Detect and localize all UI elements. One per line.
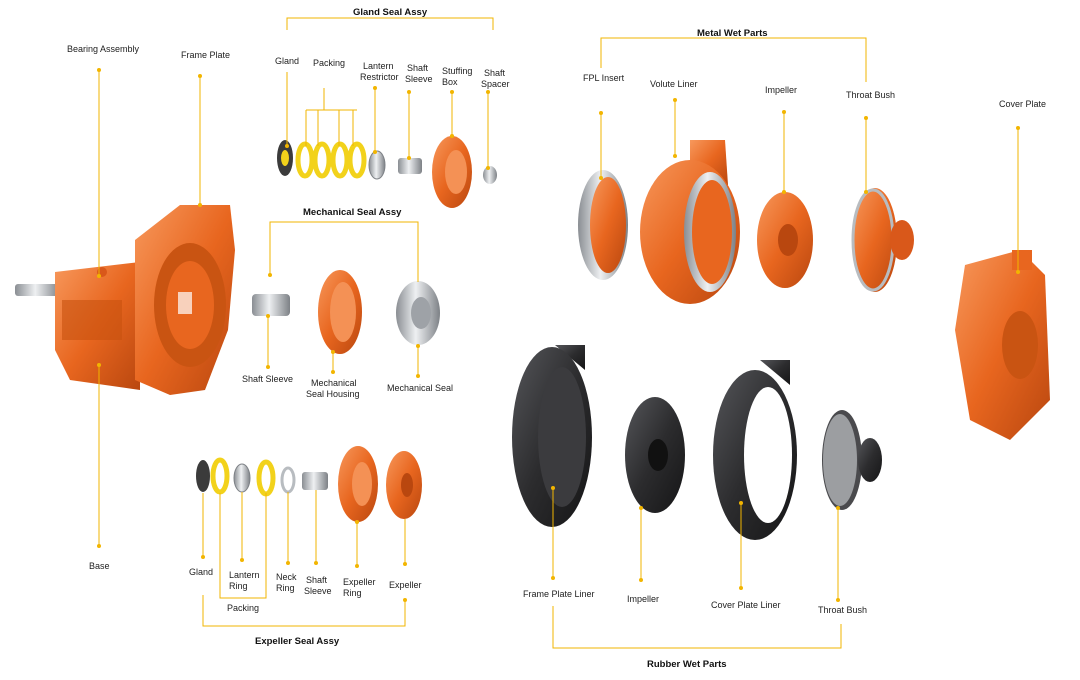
metal-impeller-label: Impeller xyxy=(765,85,798,95)
leader-dots xyxy=(97,68,1020,602)
rubber-wet-parts-title: Rubber Wet Parts xyxy=(647,659,727,670)
stuffing-box-label-line1: Stuffing xyxy=(442,66,473,76)
mechanical-seal-housing-label-line2: Seal Housing xyxy=(306,389,360,399)
lantern-ring-label-line2: Ring xyxy=(229,581,248,591)
mechanical-seal-label: Mechanical Seal xyxy=(387,383,454,393)
base-label: Base xyxy=(89,561,110,571)
expeller-ring-label-line1: Expeller xyxy=(343,577,376,587)
shaft-spacer-label-line2: Spacer xyxy=(481,79,510,89)
lantern-ring-label-line1: Lantern xyxy=(229,570,260,580)
neck-ring-label-line2: Ring xyxy=(276,583,295,593)
expeller-label: Expeller xyxy=(389,580,422,590)
cover-plate-label: Cover Plate xyxy=(999,99,1047,109)
rubber-wet-parts xyxy=(512,345,882,540)
expeller-seal-shaft-sleeve-label-line1: Shaft xyxy=(306,575,328,585)
cover-plate-part xyxy=(955,250,1050,440)
expeller-seal-assy-title: Expeller Seal Assy xyxy=(255,636,340,647)
mechanical-seal-housing-label-line1: Mechanical xyxy=(311,378,357,388)
frame-plate-assembly-part xyxy=(15,205,235,395)
metal-wet-parts-title: Metal Wet Parts xyxy=(697,28,768,39)
shaft-spacer-label-line1: Shaft xyxy=(484,68,506,78)
gland-seal-parts xyxy=(277,136,497,208)
metal-throat-bush-label: Throat Bush xyxy=(846,90,896,100)
metal-wet-parts xyxy=(578,140,914,304)
gland-seal-gland-label: Gland xyxy=(275,56,300,66)
lantern-restrictor-label-line1: Lantern xyxy=(363,61,394,71)
gland-seal-shaft-sleeve-label-line2: Sleeve xyxy=(405,74,433,84)
rubber-throat-bush-label: Throat Bush xyxy=(818,605,868,615)
expeller-seal-gland-label: Gland xyxy=(189,567,214,577)
lantern-restrictor-label-line2: Restrictor xyxy=(360,72,399,82)
stuffing-box-label-line2: Box xyxy=(442,77,458,87)
gland-seal-assy-title: Gland Seal Assy xyxy=(353,7,428,18)
frame-plate-label: Frame Plate xyxy=(181,50,231,60)
expeller-seal-parts xyxy=(196,446,422,522)
bearing-assembly-label: Bearing Assembly xyxy=(67,44,140,54)
expeller-seal-packing-label: Packing xyxy=(227,603,260,613)
neck-ring-label-line1: Neck xyxy=(276,572,297,582)
volute-liner-label: Volute Liner xyxy=(650,79,698,89)
gland-seal-shaft-sleeve-label-line1: Shaft xyxy=(407,63,429,73)
mechanical-seal-assy-title: Mechanical Seal Assy xyxy=(303,207,402,218)
cover-plate-liner-label: Cover Plate Liner xyxy=(711,600,781,610)
expeller-ring-label-line2: Ring xyxy=(343,588,362,598)
rubber-impeller-label: Impeller xyxy=(627,594,660,604)
expeller-seal-shaft-sleeve-label-line2: Sleeve xyxy=(304,586,332,596)
fpl-insert-label: FPL Insert xyxy=(583,73,625,83)
mechanical-seal-parts xyxy=(252,270,440,354)
mechanical-seal-shaft-sleeve-label: Shaft Sleeve xyxy=(242,374,294,384)
frame-plate-liner-label: Frame Plate Liner xyxy=(523,589,595,599)
leader-lines xyxy=(98,17,1019,649)
gland-seal-packing-label: Packing xyxy=(313,58,346,68)
